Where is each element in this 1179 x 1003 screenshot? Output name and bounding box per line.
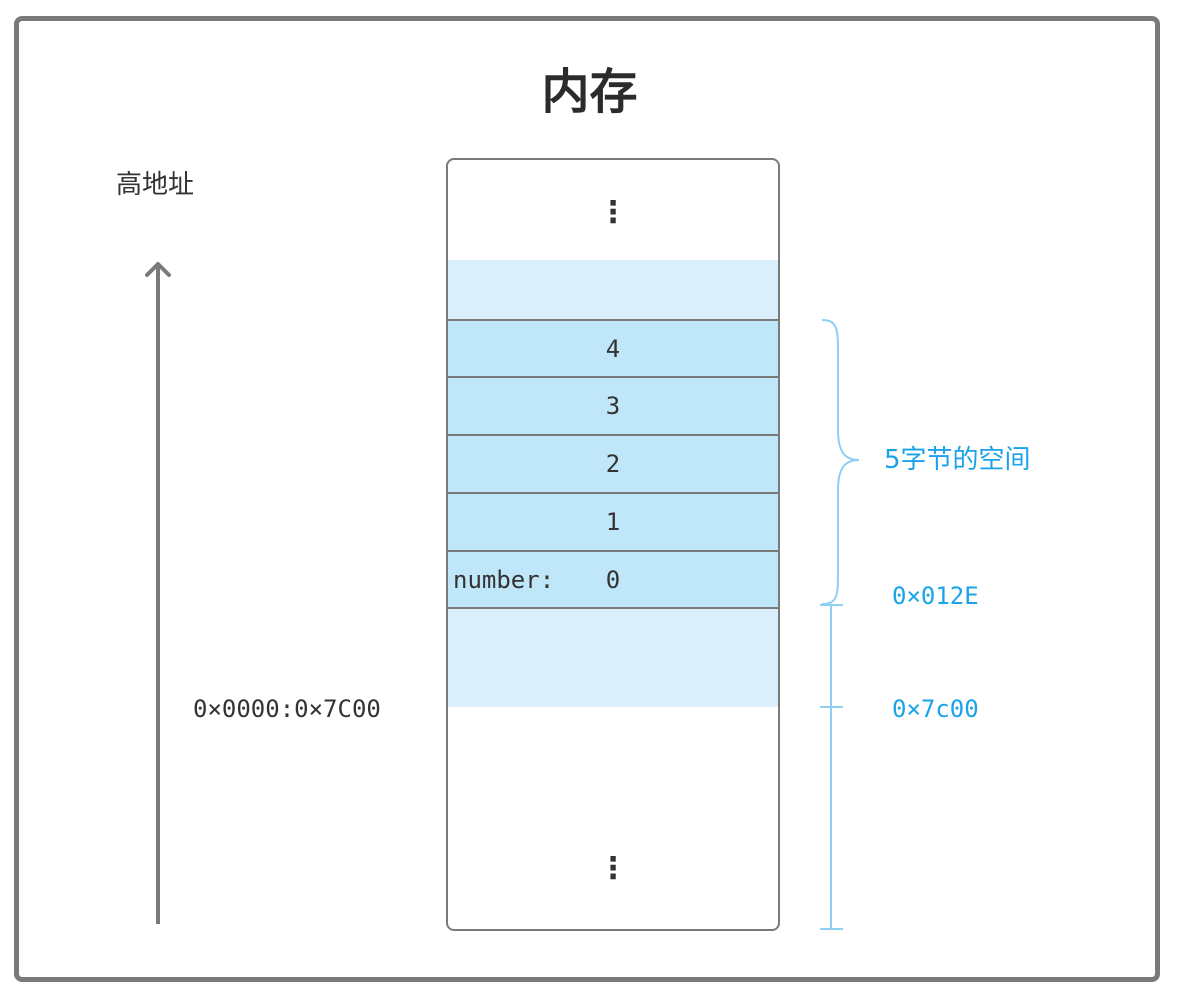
memory-cell-value: 4 [605,335,621,363]
memory-cell-value: 1 [605,508,621,536]
five-byte-space-label: 5字节的空间 [884,445,1031,475]
memory-bottom-ellipsis: ⋮ [598,851,628,886]
memory-cell-value: 0 [605,566,621,594]
memory-cell-2: 2 [448,434,778,492]
high-address-label: 高地址 [116,170,195,200]
base-address-right-label: 0×7c00 [892,695,979,723]
memory-cell-1: 1 [448,492,778,550]
memory-cell-value: 2 [605,450,621,478]
memory-region-lower [448,609,778,707]
five-byte-brace [821,319,860,605]
memory-cell-4: 4 [448,319,778,377]
memory-block: ⋮ 4 3 2 1 number: 0 ⋮ [446,158,780,931]
memory-cell-0: number: 0 [448,550,778,608]
address-direction-arrow-head [145,262,171,277]
diagram-frame [14,16,1160,982]
memory-cell-divider [448,607,778,609]
offset-address-label: 0×012E [892,582,979,610]
memory-cell-value: 3 [605,392,621,420]
memory-top-ellipsis: ⋮ [598,195,628,230]
memory-region-upper [448,260,778,320]
diagram-title: 内存 [541,64,638,120]
memory-cell-3: 3 [448,376,778,434]
base-address-label: 0×0000:0×7C00 [193,695,381,723]
memory-cell-variable-label: number: [453,566,555,594]
